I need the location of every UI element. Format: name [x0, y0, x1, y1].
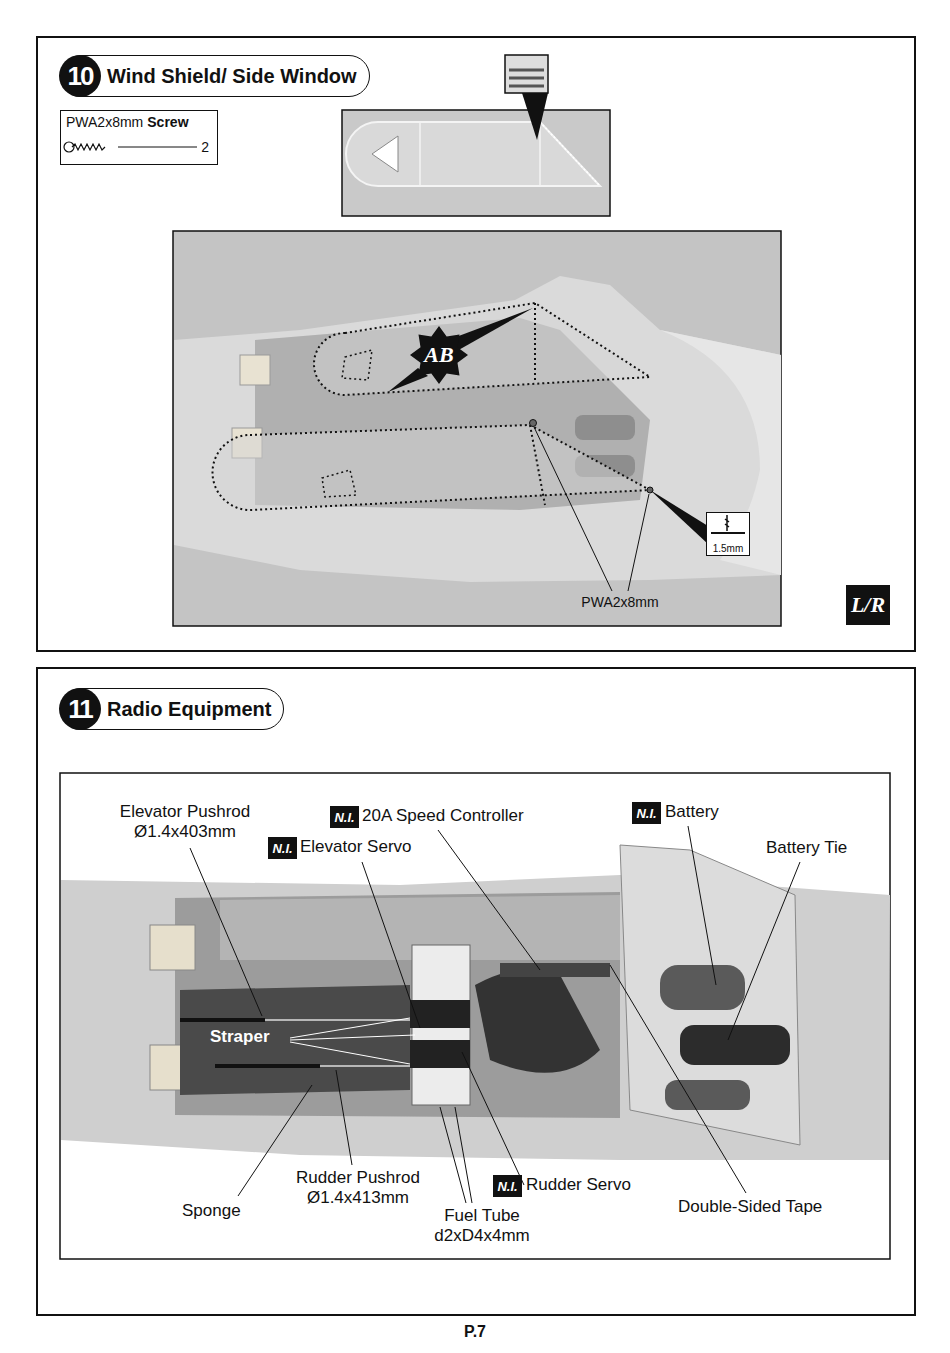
drill-size: 1.5mm [707, 543, 749, 554]
part-label: Battery Tie [766, 838, 847, 858]
parts-box: PWA2x8mmScrew 2 [60, 110, 218, 165]
assembly-marker: AB [424, 342, 453, 368]
marker-badge: AB [410, 326, 468, 384]
part-label: Rudder Pushrod Ø1.4x413mm [268, 1168, 448, 1209]
radio-equipment-photo [60, 773, 890, 1259]
marker-badge-text: N.I. [636, 806, 656, 821]
drill-symbol [707, 513, 748, 539]
fuselage-photo [173, 231, 781, 626]
part-label: Elevator Servo [300, 837, 412, 857]
part-label: Sponge [182, 1201, 241, 1221]
starburst-shape [410, 326, 468, 384]
marker-badge-text: N.I. [334, 810, 354, 825]
step-number: 11 [59, 688, 101, 730]
step-title: Wind Shield/ Side Window [107, 65, 357, 88]
marker-badge-text: L/R [851, 592, 885, 618]
panel-frame [37, 37, 915, 651]
drill-symbol [711, 532, 745, 534]
drill-size-box: 1.5mm [706, 512, 750, 556]
part-label: Straper [210, 1027, 270, 1047]
marker-badge-text: N.I. [272, 841, 292, 856]
part-label: Rudder Servo [526, 1175, 631, 1195]
step-heading: 11 Radio Equipment [60, 688, 284, 730]
marker-badge: N.I. [632, 802, 661, 824]
part-name: PWA2x8mm [66, 114, 143, 130]
marker-badge: N.I. [330, 806, 359, 828]
step-heading: 10 Wind Shield/ Side Window [60, 55, 370, 97]
step-number: 10 [59, 55, 101, 97]
step-title: Radio Equipment [107, 698, 271, 721]
part-label: Double-Sided Tape [678, 1197, 822, 1217]
part-type: Screw [147, 114, 188, 130]
page-number: P.7 [440, 1322, 510, 1341]
marker-badge: N.I. [493, 1175, 522, 1197]
part-label: Elevator Pushrod Ø1.4x403mm [90, 802, 280, 843]
part-label: Fuel Tube d2xD4x4mm [402, 1206, 562, 1247]
part-label: 20A Speed Controller [362, 806, 524, 826]
part-label: PWA2x8mm [560, 594, 680, 611]
window-detail-photo [342, 55, 610, 216]
part-label: Battery [665, 802, 719, 822]
drill-symbol [725, 515, 729, 531]
part-quantity: 2 [201, 139, 209, 155]
marker-badge: L/R [846, 585, 890, 625]
marker-badge-text: N.I. [497, 1179, 517, 1194]
screw-icon [64, 142, 197, 152]
panel-frame [37, 668, 915, 1315]
marker-badge: N.I. [268, 837, 297, 859]
